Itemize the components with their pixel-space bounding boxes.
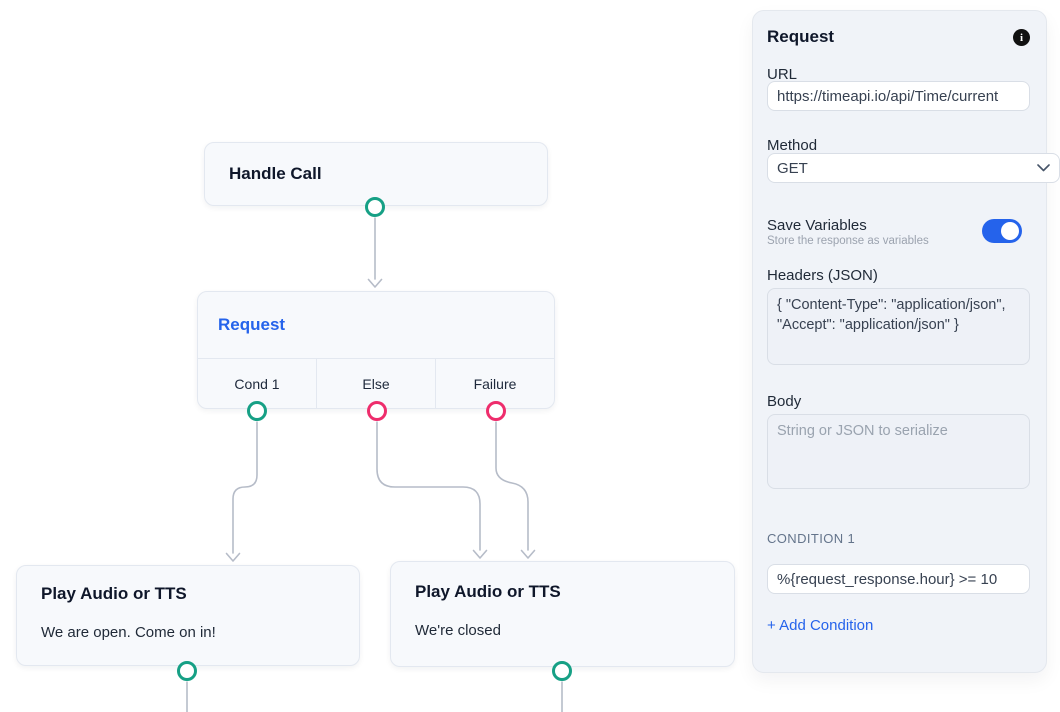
branch-failure[interactable]: Failure — [435, 359, 554, 409]
port-failure-out[interactable] — [486, 401, 506, 421]
headers-textarea[interactable]: { "Content-Type": "application/json", "A… — [767, 288, 1030, 365]
flow-canvas[interactable]: Handle Call Request Cond 1 Else Failure … — [0, 0, 752, 712]
add-condition-link[interactable]: + Add Condition — [767, 617, 874, 634]
port-play-closed-out[interactable] — [552, 661, 572, 681]
chevron-down-icon — [1037, 164, 1050, 172]
edge-failure-playclosed[interactable] — [495, 421, 529, 551]
arrowhead-icon — [225, 552, 241, 562]
port-handle-call-out[interactable] — [365, 197, 385, 217]
edge-cond1-playopen[interactable] — [232, 421, 258, 554]
panel-title: Request — [767, 27, 835, 46]
info-icon[interactable]: i — [1013, 29, 1030, 46]
node-play-audio-closed[interactable]: Play Audio or TTS We're closed — [390, 561, 735, 667]
toggle-knob — [1001, 222, 1019, 240]
url-label: URL — [767, 66, 798, 83]
method-label: Method — [767, 137, 818, 154]
edges-layer — [186, 217, 563, 712]
port-play-open-out[interactable] — [177, 661, 197, 681]
save-variables-label: Save Variables — [767, 217, 867, 234]
node-subtitle: We're closed — [415, 622, 501, 639]
node-title: Play Audio or TTS — [41, 584, 187, 603]
branch-cond1[interactable]: Cond 1 — [234, 376, 280, 392]
edge-else-playclosed[interactable] — [376, 421, 481, 551]
request-properties-panel: Request i URL Method GET Save Variables … — [752, 10, 1060, 673]
condition-1-input[interactable] — [767, 564, 1030, 594]
condition-1-label: CONDITION 1 — [767, 531, 856, 546]
body-label: Body — [767, 393, 802, 410]
method-value: GET — [777, 159, 808, 177]
arrowhead-icon — [367, 278, 383, 288]
node-title: Handle Call — [229, 164, 322, 183]
node-title: Play Audio or TTS — [415, 582, 561, 601]
branch-row: Cond 1 Else Failure — [198, 358, 554, 409]
arrowhead-icon — [472, 549, 488, 559]
body-textarea[interactable] — [767, 414, 1030, 489]
port-else-out[interactable] — [367, 401, 387, 421]
port-cond1-out[interactable] — [247, 401, 267, 421]
method-select[interactable]: GET — [767, 153, 1060, 183]
url-input[interactable] — [767, 81, 1030, 111]
node-title: Request — [218, 315, 286, 334]
node-play-audio-open[interactable]: Play Audio or TTS We are open. Come on i… — [16, 565, 360, 666]
save-variables-toggle[interactable] — [982, 219, 1022, 243]
save-variables-subtitle: Store the response as variables — [767, 235, 929, 247]
branch-else[interactable]: Else — [316, 359, 435, 409]
headers-label: Headers (JSON) — [767, 267, 878, 284]
arrowhead-icon — [520, 549, 536, 559]
node-subtitle: We are open. Come on in! — [41, 624, 216, 641]
node-request[interactable]: Request Cond 1 Else Failure — [197, 291, 555, 409]
